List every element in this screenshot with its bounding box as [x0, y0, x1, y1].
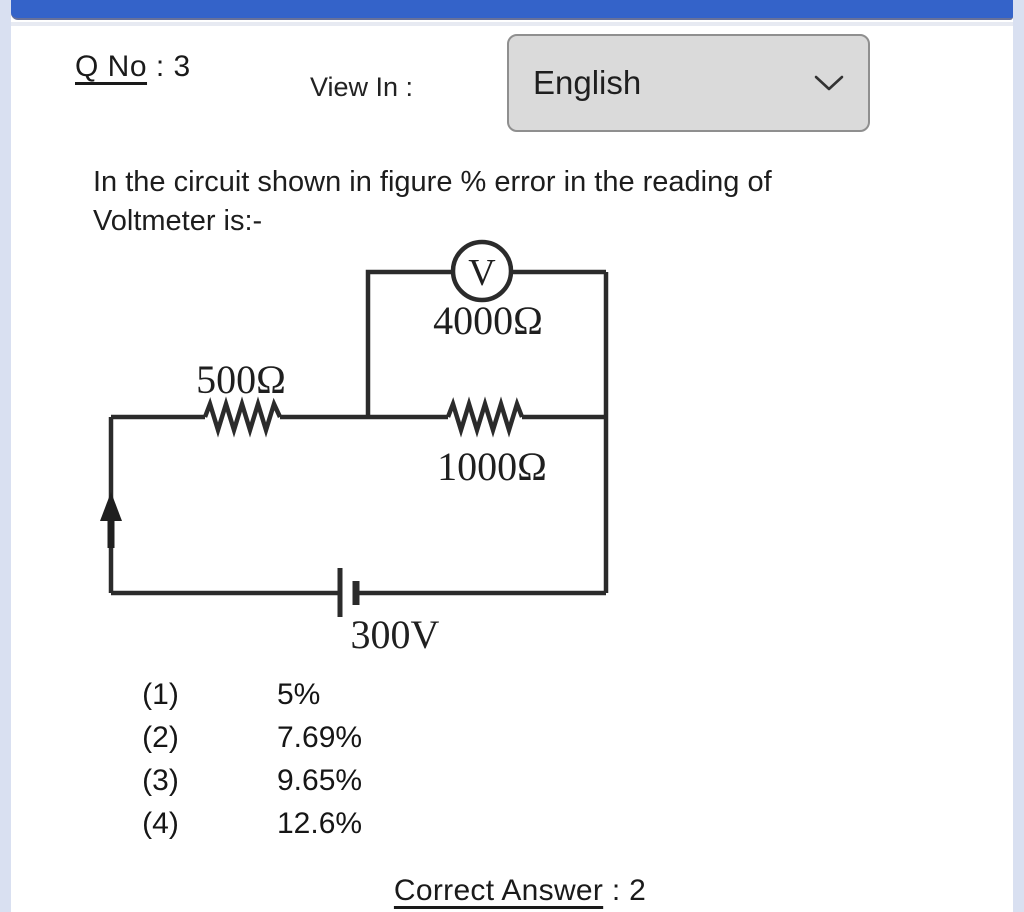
top-bar-divider	[11, 22, 1013, 26]
voltmeter-symbol-label: V	[468, 252, 496, 294]
option-2-number: (2)	[142, 721, 179, 754]
battery-voltage-label: 300V	[351, 612, 440, 657]
question-number: Q No : 3	[75, 50, 191, 84]
circuit-diagram: V 4000Ω 500Ω 1000Ω 300V	[100, 239, 609, 657]
option-1-number: (1)	[142, 678, 179, 711]
chevron-down-icon	[814, 75, 844, 92]
option-row-1: (1) 5%	[138, 673, 362, 716]
view-in-label: View In :	[310, 72, 414, 102]
correct-answer: Correct Answer : 2	[394, 874, 646, 908]
question-text: In the circuit shown in figure % error i…	[93, 163, 943, 241]
battery-symbol	[337, 568, 360, 617]
option-row-2: (2) 7.69%	[138, 716, 362, 759]
option-row-4: (4) 12.6%	[138, 802, 362, 845]
correct-answer-separator: :	[603, 874, 630, 907]
parallel-resistance-label: 1000Ω	[437, 444, 547, 489]
top-blue-bar	[11, 0, 1013, 20]
voltmeter-icon: V	[450, 239, 514, 303]
current-direction-arrow-icon	[100, 492, 122, 548]
language-select-value: English	[533, 64, 642, 101]
options-list: (1) 5% (2) 7.69% (3) 9.65% (4) 12.6%	[138, 673, 362, 845]
option-2-value: 7.69%	[277, 721, 363, 754]
voltmeter-resistance-label: 4000Ω	[433, 298, 543, 343]
option-4-number: (4)	[142, 807, 179, 840]
option-4-value: 12.6%	[277, 807, 363, 840]
series-resistance-label: 500Ω	[196, 357, 286, 402]
question-number-separator: :	[147, 50, 174, 83]
correct-answer-label: Correct Answer	[393, 874, 604, 907]
question-text-line2: Voltmeter is:-	[93, 205, 263, 237]
circuit-wires	[108, 269, 609, 596]
resistor-500-symbol	[202, 396, 283, 438]
question-text-line1: In the circuit shown in figure % error i…	[93, 166, 772, 198]
question-number-value: 3	[173, 50, 191, 83]
correct-answer-value: 2	[629, 874, 647, 907]
content-page: Q No : 3 View In : English In the circui…	[11, 0, 1013, 912]
question-number-label: Q No	[75, 50, 148, 83]
option-3-number: (3)	[142, 764, 179, 797]
option-1-value: 5%	[277, 678, 321, 711]
resistor-1000-symbol	[445, 396, 525, 438]
option-row-3: (3) 9.65%	[138, 759, 362, 802]
language-select[interactable]: English	[507, 34, 870, 132]
option-3-value: 9.65%	[277, 764, 363, 797]
